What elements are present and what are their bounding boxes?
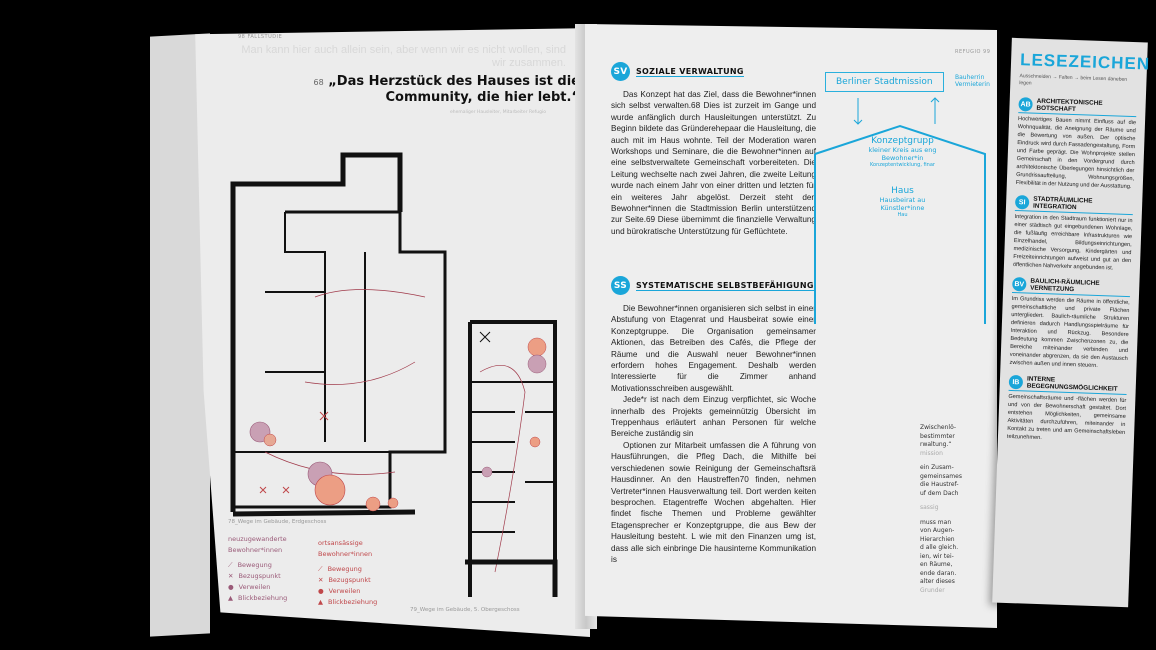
running-head-left: 98 FALLSTUDIE [238,34,283,40]
bookmark-section-text: Hochwertiges Bauen nimmt Einfluss auf di… [1015,116,1137,191]
legend-item: Verweilen [328,587,361,595]
bookmark-section-title: INTERNE BEGEGNUNGSMÖGLICHKEIT [1026,375,1118,393]
text-line: bestimmter [920,432,955,440]
caption-upper-floor: 79_Wege im Gebäude, 5. Obergeschoss [410,607,520,613]
paragraph: Optionen zur Mitarbeit umfassen die A fü… [611,440,816,564]
pull-quote: 68 „Das Herzstück des Hauses ist die Com… [270,74,580,105]
diagram-line: Hau [897,212,908,218]
sv-badge-icon: SV [611,62,630,81]
text-line: ien, wir tei- [920,552,954,560]
legend-new-residents: neuzugewanderte Bewohner*innen ⟋ Bewegung… [228,534,306,604]
diagram-side-label: Bauherrin Vermieterin [955,74,990,88]
paragraph: Jede*r ist nach dem Einzug verpflichtet,… [611,395,816,439]
paragraph: Das Konzept hat das Ziel, dass die Bewoh… [611,90,816,236]
bv-badge-icon: BV [1012,276,1027,292]
legend-item: Bezugspunkt [238,572,281,580]
text-line: ein Zusam- [920,464,954,471]
legend-item: Bewegung [327,565,362,573]
legend-heading: neuzugewanderte Bewohner*innen [228,535,287,554]
ground-floor-plan [230,152,447,517]
legend-item: Bezugspunkt [328,576,371,584]
ss-badge-icon: SS [611,276,630,295]
right-column-tail: Zwischenlö- bestimmter rwaltung.“ missio… [920,424,984,595]
diagram-box-stadtmission: Berliner Stadtmission [825,72,944,92]
text-line: rwaltung.“ [920,441,952,448]
bookmark-section-text: Integration in den Stadtraum funktionier… [1012,214,1133,272]
bookmark-title: LESEZEICHEN [1019,50,1151,74]
text-line: uf dem Dach [920,489,959,497]
text-line: die Haustref- [920,481,959,488]
ghost-quote: Man kann hier auch allein sein, aber wen… [241,44,566,69]
view-relation-icon: ▲ [228,594,233,602]
ab-badge-icon: AB [1018,97,1033,112]
text-line: Zwischenlö- [920,424,957,431]
bookmark-section-title: STADTRÄUMLICHE INTEGRATION [1032,195,1093,212]
diagram-line: Künstler*inne [880,204,925,212]
text-line: sassig [920,504,939,511]
bookmark-section-title: BAULICH-RÄUMLICHE VERNETZUNG [1030,277,1100,294]
left-page: 98 FALLSTUDIE Man kann hier auch allein … [195,28,590,637]
legend-heading: ortsansässige Bewohner*innen [318,539,373,558]
floor-plans [230,152,558,597]
view-relation-icon: ▲ [318,598,323,606]
section-systematische-selbstbefaehigung: SS SYSTEMATISCHE SELBSTBEFÄHIGUNG Die Bew… [611,276,816,565]
lingering-icon: ● [318,587,324,595]
diagram-group: Konzeptgrupp kleiner Kreis aus eng Bewoh… [840,136,965,218]
bookmark-section-text: Gemeinschaftsräume und -flächen werden f… [1006,393,1127,442]
bookmark: LESEZEICHEN Ausschneiden → Falten → beim… [992,37,1151,608]
diagram-line: kleiner Kreis aus eng [868,146,937,154]
caption-ground-floor: 78_Wege im Gebäude, Erdgeschoss [228,519,327,525]
text-line: muss man [920,518,952,526]
text-line: en Räume, [920,561,953,568]
text-line: Grunder [920,586,945,594]
text-line: alter dieses [920,578,955,585]
text-line: Hierarchien [920,535,955,543]
section-title: SOZIALE VERWALTUNG [636,66,744,77]
quote-text: „Das Herzstück des Hauses ist die Commun… [328,74,580,105]
movement-icon: ⟋ [228,561,233,569]
legend-item: Bewegung [237,561,272,569]
diagram-line: Konzeptentwicklung, finar [870,162,935,168]
si-badge-icon: SI [1014,195,1030,210]
right-page: REFUGIO 99 SV SOZIALE VERWALTUNG Das Konz… [585,24,997,628]
section-soziale-verwaltung: SV SOZIALE VERWALTUNG Das Konzept hat das… [611,62,816,237]
bookmark-section-title: ARCHITEKTONISCHE BOTSCHAFT [1036,97,1103,114]
lingering-icon: ● [228,583,234,591]
legend-item: Verweilen [238,583,271,591]
legend-item: Blickbeziehung [328,598,378,606]
running-head-right: REFUGIO 99 [955,49,991,55]
legend-local-residents: ortsansässige Bewohner*innen ⟋ Bewegung ✕… [318,538,396,608]
bookmark-subtitle: Ausschneiden → Falten → beim Lesen daneb… [1019,73,1128,87]
section-title: SYSTEMATISCHE SELBSTBEFÄHIGUNG [636,280,814,291]
text-line: mission [920,449,943,457]
diagram-house-title: Haus [891,186,914,196]
ib-badge-icon: IB [1008,374,1024,390]
movement-icon: ⟋ [318,565,323,573]
legend-item: Blickbeziehung [238,594,288,602]
paragraph: Die Bewohner*innen organisieren sich sel… [611,304,816,393]
text-line: von Augen- [920,527,955,534]
quote-source: ehemaliger Hausleiter, Mitarbeiter Refug… [450,110,546,115]
upper-floor-plan [465,320,558,597]
diagram-line: Bewohner*in [881,154,924,162]
text-line: ende daran. [920,569,957,577]
diagram-shape [814,97,986,324]
text-line: gemeinsames [920,472,962,480]
reference-point-icon: ✕ [318,576,324,584]
reference-point-icon: ✕ [228,572,234,580]
bookmark-section-text: Im Grundriss werden die Räume in öffentl… [1009,295,1130,369]
diagram-group-title: Konzeptgrupp [871,136,934,146]
quote-number: 68 [313,78,324,87]
text-line: d alle gleich. [920,544,959,551]
diagram-line: Hausbeirat au [879,196,926,204]
